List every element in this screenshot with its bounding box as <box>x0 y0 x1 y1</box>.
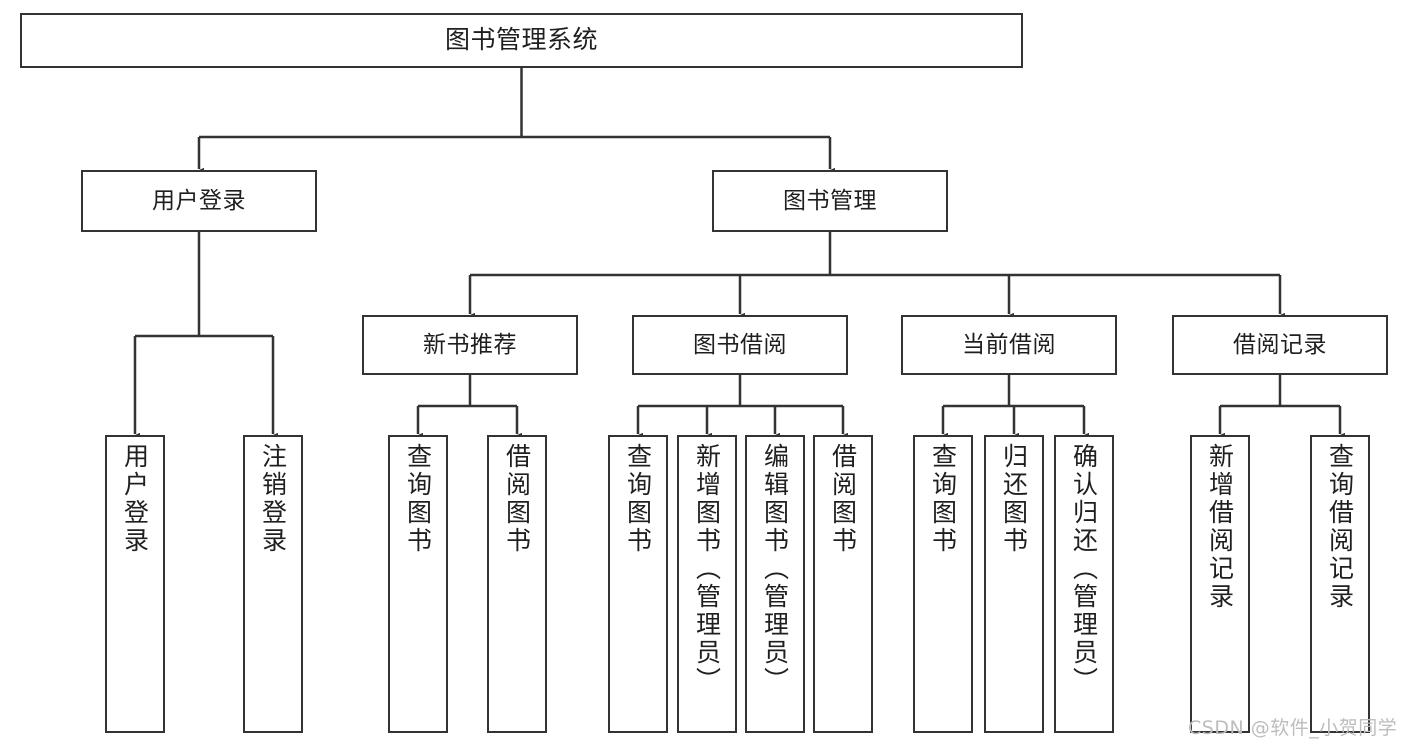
leaf-record-query-borrow-record[interactable]: 查询借阅记录 <box>1310 435 1370 733</box>
leaf-borrow-edit-book-admin[interactable]: 编辑图书（管理员） <box>745 435 805 733</box>
leaf-newbook-borrow-book[interactable]: 借阅图书 <box>487 435 547 733</box>
leaf-borrow-add-book-admin[interactable]: 新增图书（管理员） <box>677 435 737 733</box>
node-label: 归还图书 <box>999 443 1029 555</box>
node-book-management-module[interactable]: 图书管理 <box>712 170 948 232</box>
edge-paths <box>130 68 1345 442</box>
node-label: 借阅图书 <box>502 443 532 555</box>
leaf-current-confirm-return-admin[interactable]: 确认归还（管理员） <box>1054 435 1114 733</box>
node-label: 用户登录 <box>152 187 246 214</box>
csdn-watermark: CSDN @软件_小贺同学 <box>1188 717 1398 739</box>
node-label: 借阅图书 <box>828 443 858 555</box>
node-label: 查询借阅记录 <box>1325 443 1355 611</box>
node-label: 查询图书 <box>623 443 653 555</box>
node-label: 图书管理系统 <box>444 25 598 55</box>
node-label: 查询图书 <box>403 443 433 555</box>
leaf-record-add-borrow-record[interactable]: 新增借阅记录 <box>1190 435 1250 733</box>
leaf-user-login[interactable]: 用户登录 <box>105 435 165 733</box>
leaf-user-logout[interactable]: 注销登录 <box>243 435 303 733</box>
node-borrow-record[interactable]: 借阅记录 <box>1172 315 1388 375</box>
node-label: 当前借阅 <box>962 331 1056 358</box>
node-new-book-recommend[interactable]: 新书推荐 <box>362 315 578 375</box>
node-label: 图书借阅 <box>693 331 787 358</box>
node-label: 新书推荐 <box>423 331 517 358</box>
leaf-newbook-query-book[interactable]: 查询图书 <box>388 435 448 733</box>
node-label: 用户登录 <box>120 443 150 555</box>
node-book-borrow[interactable]: 图书借阅 <box>632 315 848 375</box>
node-current-borrow[interactable]: 当前借阅 <box>901 315 1117 375</box>
node-label: 确认归还（管理员） <box>1069 443 1099 695</box>
leaf-borrow-borrow-book[interactable]: 借阅图书 <box>813 435 873 733</box>
node-label: 图书管理 <box>783 187 877 214</box>
node-label: 借阅记录 <box>1233 331 1327 358</box>
node-label: 编辑图书（管理员） <box>760 443 790 695</box>
node-label: 查询图书 <box>928 443 958 555</box>
leaf-current-query-book[interactable]: 查询图书 <box>913 435 973 733</box>
node-label: 新增图书（管理员） <box>692 443 722 695</box>
node-root[interactable]: 图书管理系统 <box>20 13 1023 68</box>
node-label: 注销登录 <box>258 443 288 555</box>
node-label: 新增借阅记录 <box>1205 443 1235 611</box>
leaf-borrow-query-book[interactable]: 查询图书 <box>608 435 668 733</box>
leaf-current-return-book[interactable]: 归还图书 <box>984 435 1044 733</box>
node-user-login-module[interactable]: 用户登录 <box>81 170 317 232</box>
